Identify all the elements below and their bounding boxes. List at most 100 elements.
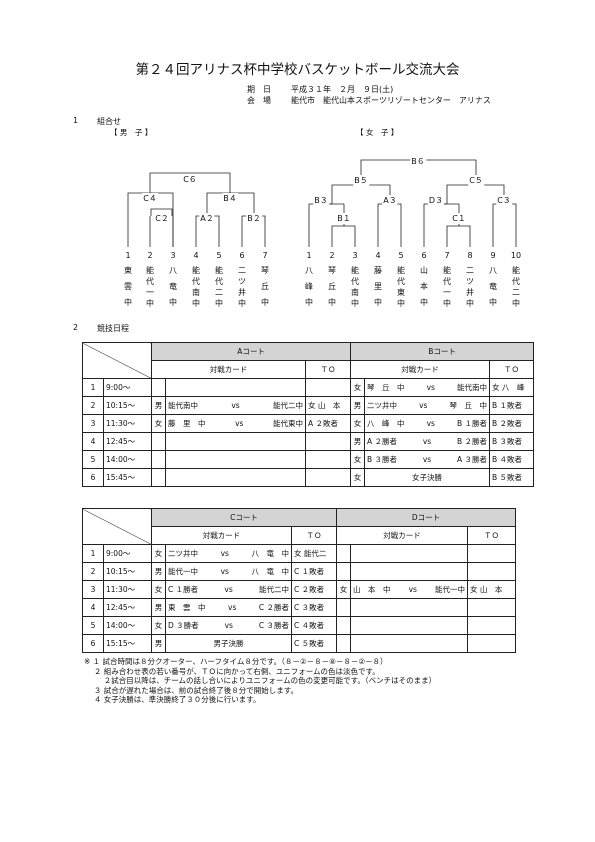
- start-time: 10:15～: [103, 396, 152, 415]
- team-a: A ２勝者: [367, 437, 398, 446]
- team-a: 東 雲 中: [168, 603, 206, 612]
- team-name-char: 二: [215, 288, 223, 297]
- card-header-b: 対戦カード: [350, 360, 491, 379]
- team-name-char: 本: [420, 282, 428, 291]
- team-name-char: 南: [192, 288, 200, 297]
- team-a: 能代南中: [168, 401, 198, 410]
- team-name-char: 代: [351, 277, 359, 286]
- vs-label: vs: [408, 585, 417, 594]
- team-number: 6: [239, 251, 245, 260]
- team-name-char: 琴: [261, 266, 269, 275]
- team-b: 能代東中: [272, 419, 303, 428]
- vs-label: vs: [422, 437, 432, 446]
- start-time: 9:00～: [103, 544, 152, 563]
- team-name-char: 八: [169, 266, 177, 275]
- table-official: [467, 616, 517, 635]
- final-match: 女子決勝: [364, 468, 491, 487]
- female-label-c3: C３: [496, 195, 512, 206]
- team-name-char: 峰: [305, 282, 313, 291]
- date-label: 期 日: [247, 85, 271, 94]
- game-number: 2: [82, 562, 104, 581]
- gender-cell: [151, 468, 166, 487]
- team-name-char: 中: [420, 298, 428, 307]
- table-official: [304, 378, 352, 397]
- female-label-b3: B３: [313, 195, 329, 206]
- team-name-char: 中: [466, 299, 474, 308]
- game-number: 1: [82, 544, 104, 563]
- team-b: C ２勝者: [258, 603, 289, 612]
- court-a-header: Aコート: [150, 342, 352, 361]
- table-official: [467, 634, 517, 653]
- team-name-char: 竜: [169, 282, 177, 291]
- table-official: 女 山 本: [467, 580, 517, 599]
- female-label-b5: B５: [353, 175, 369, 186]
- team-name-char: 中: [238, 299, 246, 308]
- team-name-char: 中: [146, 299, 154, 308]
- gender-cell: [336, 544, 352, 563]
- team-a: 能代一中: [168, 567, 198, 576]
- to-header-c: ＴＯ: [290, 526, 338, 545]
- to-header-b: ＴＯ: [489, 360, 535, 379]
- match-pair: A ２勝者 vs B ２勝者: [367, 436, 487, 447]
- female-label-c1: C１: [451, 213, 467, 224]
- table-official: [467, 562, 517, 581]
- team-number: 1: [125, 251, 131, 260]
- team-name-char: 雲: [124, 282, 132, 291]
- table-official: B ３敗者: [489, 432, 535, 451]
- vs-label: vs: [231, 401, 240, 410]
- male-heading: 【 男 子 】: [110, 128, 153, 137]
- vs-label: vs: [224, 585, 233, 594]
- male-label-b4: B４: [222, 193, 238, 204]
- team-name-char: 中: [305, 298, 313, 307]
- team-name-char: 代: [192, 277, 200, 286]
- gender-cell: [336, 616, 352, 635]
- female-label-a3: A３: [382, 195, 398, 206]
- note-line: ２試合目以降は、チームの話し合いによりユニフォームの色の変更可能です。（ベンチは…: [84, 676, 437, 685]
- table-official: B ２敗者: [489, 414, 535, 433]
- team-b: 八 竜 中: [251, 567, 289, 576]
- game-number: 5: [82, 450, 104, 469]
- table-official: C ３敗者: [290, 598, 338, 617]
- team-name-char: 代: [512, 277, 520, 286]
- team-b: B ２勝者: [456, 437, 488, 446]
- start-time: 15:45～: [103, 468, 152, 487]
- team-name-char: 二: [512, 288, 520, 297]
- page-title: 第２４回アリナス杯中学校バスケットボール交流大会: [135, 62, 460, 78]
- vs-label: vs: [422, 455, 432, 464]
- vs-label: vs: [235, 419, 244, 428]
- team-name-char: 竜: [489, 282, 497, 291]
- game-number: 5: [82, 616, 104, 635]
- gender-cell: 女: [350, 450, 366, 469]
- team-number: 2: [329, 251, 335, 260]
- team-number: 2: [147, 251, 153, 260]
- team-number: 4: [193, 251, 199, 260]
- vs-label: vs: [224, 621, 233, 630]
- team-a: 二ツ井中: [168, 549, 198, 558]
- gender-cell: [336, 598, 352, 617]
- gender-cell: 男: [151, 634, 166, 653]
- gender-cell: 女: [350, 414, 366, 433]
- team-b: 能代南中: [457, 383, 487, 392]
- match-card: [350, 544, 469, 563]
- team-b: B １勝者: [456, 419, 487, 428]
- team-name-char: 代: [215, 277, 223, 286]
- vs-label: vs: [426, 383, 435, 392]
- match-card: [350, 634, 469, 653]
- team-name-char: 二: [466, 266, 474, 275]
